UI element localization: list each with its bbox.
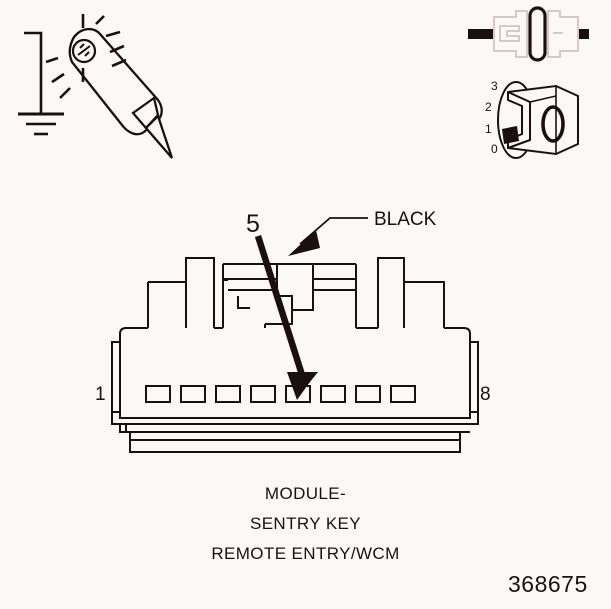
cavity-1 xyxy=(145,385,171,403)
ignition-position-0-label: 0 xyxy=(491,142,498,156)
cavity-3 xyxy=(215,385,241,403)
cavity-number-label: 5 xyxy=(246,210,260,238)
cavity-5-arrowhead xyxy=(287,372,317,400)
black-wire-leader xyxy=(288,217,368,256)
cavity-7 xyxy=(355,385,381,403)
caption-line-1: MODULE- xyxy=(264,484,347,503)
cavity-8 xyxy=(390,385,416,403)
cavity-4 xyxy=(250,385,276,403)
ignition-position-1-label: 1 xyxy=(485,122,492,136)
connector-caption: MODULE- SENTRY KEY REMOTE ENTRY/WCM xyxy=(0,484,611,574)
caption-line-2: SENTRY KEY xyxy=(249,514,362,533)
pin-number-first-label: 1 xyxy=(95,384,106,405)
ignition-key-switch-icon xyxy=(497,81,579,159)
pin-number-last-label: 8 xyxy=(480,384,491,405)
ground-symbol-icon xyxy=(18,31,64,136)
connector-body xyxy=(111,257,479,453)
black-wire-label: BLACK xyxy=(374,209,437,230)
disconnect-connector-icon xyxy=(468,6,589,62)
connector-cavities xyxy=(145,385,416,403)
caption-line-3: REMOTE ENTRY/WCM xyxy=(211,544,400,563)
figure-number: 368675 xyxy=(508,571,588,597)
cavity-2 xyxy=(180,385,206,403)
cavity-6 xyxy=(320,385,346,403)
test-light-probe-icon xyxy=(45,14,174,159)
ignition-position-2-label: 2 xyxy=(485,100,492,114)
ignition-position-3-label: 3 xyxy=(491,79,498,93)
